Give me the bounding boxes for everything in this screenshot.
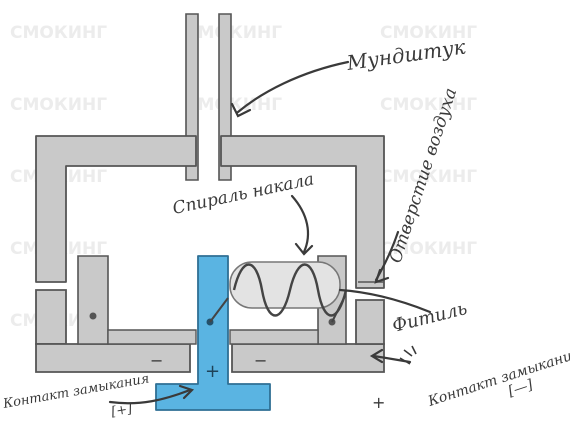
watermark-2: СМОКИНГ xyxy=(185,23,282,43)
arrow-wick xyxy=(338,288,432,314)
arrow-spiral-head xyxy=(294,242,314,256)
label-wick: Фитиль xyxy=(390,298,469,337)
arrow-mouthpiece xyxy=(236,60,350,114)
watermark-11: СМОКИНГ xyxy=(380,239,477,259)
spark-icon xyxy=(399,345,417,365)
arrow-contact-right-head xyxy=(369,348,384,364)
arrow-contact-left-head xyxy=(178,384,195,400)
minus-left: − xyxy=(150,351,163,370)
housing xyxy=(35,135,385,373)
label-contact-right: Контакт замыкания xyxy=(425,345,570,410)
small-plus: + xyxy=(372,393,385,412)
arrow-mouthpiece-head xyxy=(230,102,252,118)
arrows xyxy=(108,60,432,405)
watermark-8: СМОКИНГ xyxy=(380,167,477,187)
arrow-spiral xyxy=(290,194,310,254)
watermark-3: СМОКИНГ xyxy=(380,23,477,43)
watermark-4: СМОКИНГ xyxy=(10,95,107,115)
arrow-vent-head xyxy=(374,268,390,284)
minus-right: − xyxy=(254,351,267,370)
label-contact-left-sign: [+] xyxy=(110,401,134,420)
plus-sign: + xyxy=(205,361,220,382)
heating-coil xyxy=(209,261,348,323)
watermark-6: СМОКИНГ xyxy=(380,95,477,115)
label-contact-right-sign: [—] xyxy=(506,377,535,400)
arrow-contact-left xyxy=(108,388,192,405)
watermark-1: СМОКИНГ xyxy=(10,23,107,43)
